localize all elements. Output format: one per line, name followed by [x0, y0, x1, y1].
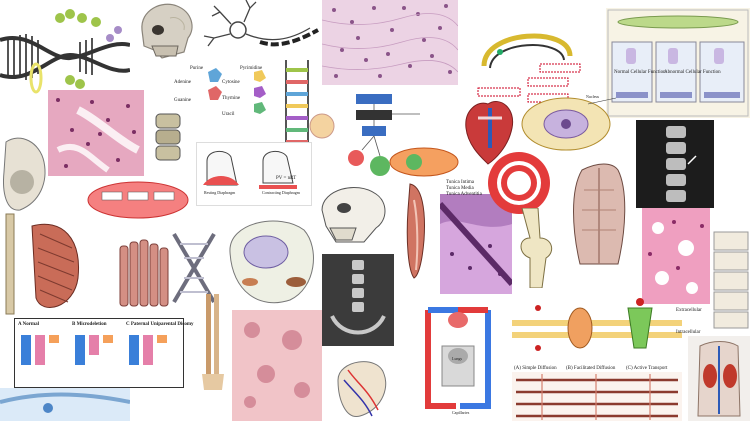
arm-muscle-illustration: [398, 180, 434, 280]
simple-diffusion-label: (A) Simple Diffusion: [514, 366, 557, 371]
knee-joint-illustration: [512, 208, 562, 288]
abnormal-cellular-function-label: Abnormal Cellular Function: [664, 70, 721, 75]
cell-stage-grid: [712, 230, 750, 330]
kidney-anatomy-illustration: [688, 336, 750, 421]
tunica-adventitia-label: Tunica Adventitia: [446, 192, 482, 197]
cell-nucleus-diagram: [516, 90, 626, 156]
pulmonary-circulation-diagram: [414, 306, 502, 421]
cytosine-label: Cytosine: [222, 80, 240, 85]
red-ellipse-diagram: [86, 180, 190, 220]
ideal-gas-formula: PV = nRT: [276, 176, 297, 181]
lower-limb-bones: [0, 210, 22, 320]
foot-anatomy-illustration: [0, 132, 50, 216]
microdeletion-section-label: B Microdeletion: [72, 322, 107, 327]
normal-cellular-function-label: Normal Cellular Function: [614, 70, 666, 75]
purine-heading: Purine: [190, 66, 204, 71]
tunica-intima-label: Tunica Intima: [446, 180, 475, 185]
skull-illustration: [132, 0, 200, 62]
contracting-diaphragm-caption: Contracting Diaphragm: [262, 190, 300, 195]
skull-lateral-illustration: [316, 180, 392, 250]
kidney-histology: [48, 90, 144, 176]
gland-histology: [642, 208, 710, 304]
diaphragm-diagram: [196, 142, 312, 206]
arch-diagram: [470, 16, 585, 106]
normal-section-label: A Normal: [18, 322, 39, 327]
artery-cross-section: [486, 150, 552, 216]
spine-xray: [636, 120, 714, 208]
dna-helix-illustration: [0, 0, 130, 100]
paternal-section-label: C Paternal Uniparental Disomy: [126, 322, 194, 327]
dna-ladder: [282, 60, 312, 150]
histology-pink-tissue: [322, 0, 458, 85]
rib-muscles-illustration: [22, 218, 90, 318]
hormone-flowchart: [306, 86, 466, 182]
abdominal-xray: [322, 254, 394, 346]
lungs-label: Lungs: [452, 356, 462, 361]
protein-chain: [170, 228, 218, 308]
thymine-label: Thymine: [222, 96, 241, 101]
uniparental-disomy-chart: [14, 318, 184, 388]
facilitated-diffusion-label: (B) Facilitated Diffusion: [566, 366, 616, 371]
sarcomere-bands: [512, 372, 682, 421]
active-transport-label: (C) Active Transport: [626, 366, 668, 371]
heart-illustration: [460, 98, 520, 166]
guanine-label: Guanine: [174, 98, 191, 103]
adenine-label: Adenine: [174, 80, 191, 85]
vertebra-illustration: [150, 110, 186, 162]
nucleobases-diagram: [172, 62, 302, 128]
intracellular-label: Intracellular: [676, 330, 701, 335]
tunica-media-label: Tunica Media: [446, 186, 474, 191]
extracellular-label: Extracellular: [676, 308, 702, 313]
uracil-label: Uracil: [222, 112, 235, 117]
bone-histology: [232, 310, 322, 421]
cell-organelles-diagram: [220, 212, 320, 308]
head-vessels-illustration: [328, 350, 394, 421]
forearm-bones-illustration: [198, 292, 228, 392]
pyrimidine-heading: Pyrimidine: [240, 66, 263, 71]
capillaries-label: Capillaries: [452, 410, 470, 415]
membrane-transport-diagram: [512, 290, 682, 370]
neuron-illustration: [200, 0, 320, 70]
intestinal-histology: [440, 194, 512, 294]
blue-membrane-diagram: [0, 388, 130, 421]
cell-function-diagram: [606, 8, 750, 118]
back-muscles-illustration: [562, 160, 636, 270]
nucleus-label: Nucleus: [586, 94, 600, 99]
collagen-fibers: [114, 226, 176, 312]
resting-diaphragm-caption: Resting Diaphragm: [204, 190, 236, 195]
